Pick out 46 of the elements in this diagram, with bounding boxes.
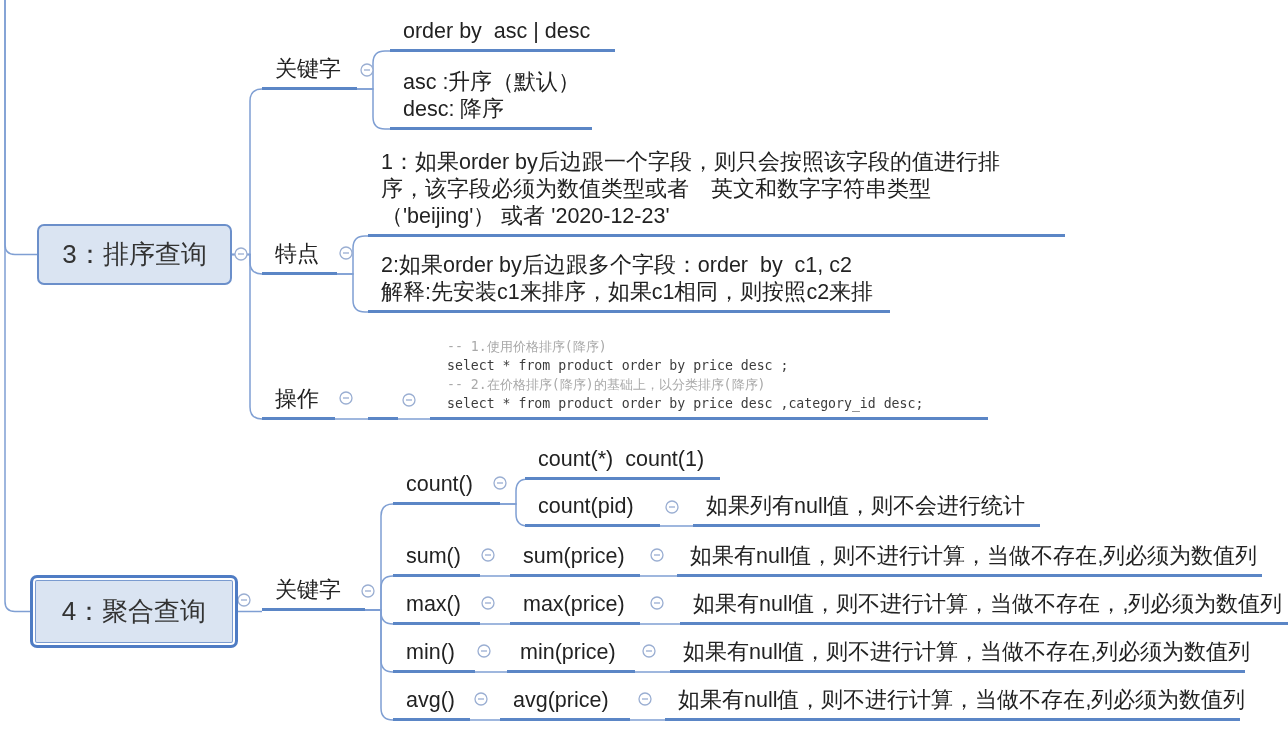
topic-label: sum(price) [510, 545, 640, 577]
connector-line [479, 575, 511, 577]
text-line: 解释:先安装c1来排序，如果c1相同，则按照c2来排 [381, 279, 875, 306]
connector-line [356, 88, 391, 130]
connector-line [397, 418, 431, 420]
topic-label: count() [393, 473, 500, 505]
topic-label: 如果有null值，则不进行计算，当做不存在,列必须为数值列 [677, 545, 1262, 577]
topic-label: min() [393, 641, 475, 673]
connector-line [237, 610, 263, 613]
topic-label: order by asc | desc [390, 20, 615, 52]
connector-line [634, 671, 671, 673]
connector-line [629, 719, 666, 721]
topic-label: min(price) [507, 641, 635, 673]
topic-label: avg(price) [500, 689, 630, 721]
code-line: select * from product order by price desc ; [447, 357, 790, 375]
topic-label: 如果有null值，则不进行计算，当做不存在，,列必须为数值列 [680, 593, 1288, 625]
topic-label: count(*) count(1) [525, 448, 720, 480]
code-comment: -- 1.使用价格排序(降序) [447, 338, 608, 356]
connector-line [4, 0, 31, 613]
topic-label [390, 70, 592, 130]
connector-line [334, 418, 369, 420]
text-line: asc :升序（默认） [403, 69, 582, 96]
topic-label: count(pid) [525, 495, 660, 527]
topic-label: 如果列有null值，则不会进行统计 [693, 495, 1040, 527]
topic-box: 3：排序查询 [37, 224, 232, 285]
connector-line [469, 719, 501, 721]
code-comment: -- 2.在价格排序(降序)的基础上，以分类排序(降序) [447, 376, 767, 394]
topic-label: 关键字 [262, 58, 357, 90]
connector-line [474, 671, 508, 673]
connector-line [639, 575, 678, 577]
topic-label: max() [393, 593, 480, 625]
topic-label: 1：如果order by后边跟一个字段，则只会按照该字段的值进行排序，该字段必须为数值类型或者 英文和数字字符串类型（'beijing'） 或者 '2020-12-23' [368, 145, 1065, 237]
topic-label: avg() [393, 689, 470, 721]
topic-box: 4：聚合查询 [30, 575, 238, 648]
text-line: 2:如果order by后边跟多个字段：order by c1, c2 [381, 252, 853, 279]
topic-label: sum() [393, 545, 480, 577]
topic-label: 关键字 [262, 579, 365, 611]
topic-label: max(price) [510, 593, 640, 625]
topic-label [368, 255, 890, 313]
connector-line [479, 623, 511, 625]
code-line: select * from product order by price desc ,category_id desc; [447, 395, 925, 413]
text-line: desc: 降序 [403, 96, 506, 123]
connector-line [659, 525, 694, 527]
topic-label: 操作 [262, 388, 335, 420]
connector-line [639, 623, 681, 625]
topic-label: 特点 [262, 243, 337, 275]
